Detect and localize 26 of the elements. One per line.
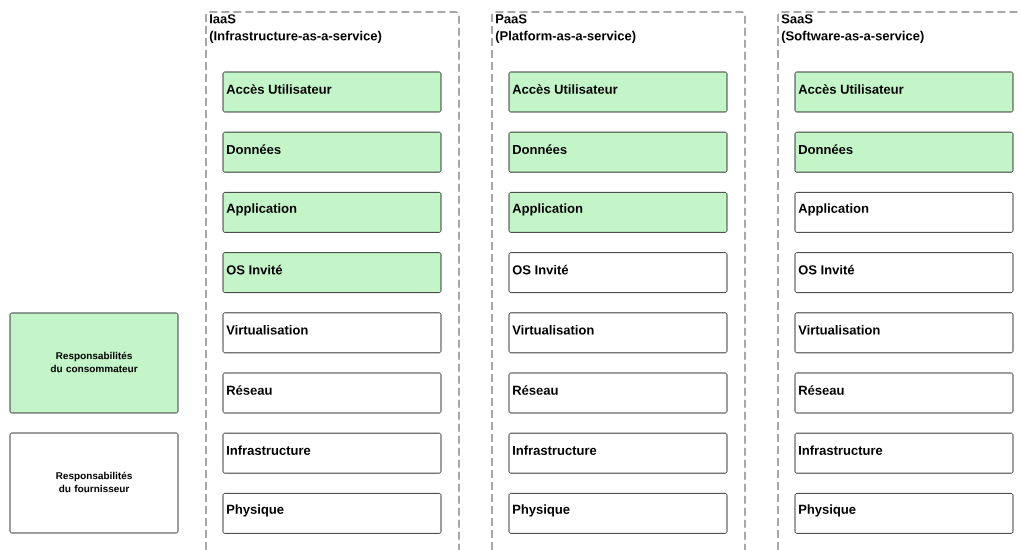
layer-box: OS Invité <box>222 252 442 294</box>
layer-box: Virtualisation <box>794 312 1014 354</box>
layer-box: Infrastructure <box>794 432 1014 474</box>
layer-box: Physique <box>794 492 1014 534</box>
layer-box: Réseau <box>222 372 442 414</box>
layer-box: Accès Utilisateur <box>222 71 442 113</box>
layer-box: Physique <box>508 492 728 534</box>
legend-label: Responsabilités du fournisseur <box>56 471 132 493</box>
layer-box: Données <box>508 131 728 173</box>
layer-box: Réseau <box>794 372 1014 414</box>
layer-box: Accès Utilisateur <box>508 71 728 113</box>
layer-box: OS Invité <box>508 252 728 294</box>
layer-box: Infrastructure <box>222 432 442 474</box>
legend-label: Responsabilités du consommateur <box>50 351 138 373</box>
layer-box: Application <box>794 191 1014 233</box>
layer-box: Accès Utilisateur <box>794 71 1014 113</box>
layer-box: Physique <box>222 492 442 534</box>
layer-box: Application <box>508 191 728 233</box>
layer-box: Données <box>222 131 442 173</box>
layer-box: Réseau <box>508 372 728 414</box>
layer-box: Application <box>222 191 442 233</box>
layer-box: Données <box>794 131 1014 173</box>
layer-box: Virtualisation <box>222 312 442 354</box>
layer-box: OS Invité <box>794 252 1014 294</box>
layer-box: Virtualisation <box>508 312 728 354</box>
layer-box: Infrastructure <box>508 432 728 474</box>
